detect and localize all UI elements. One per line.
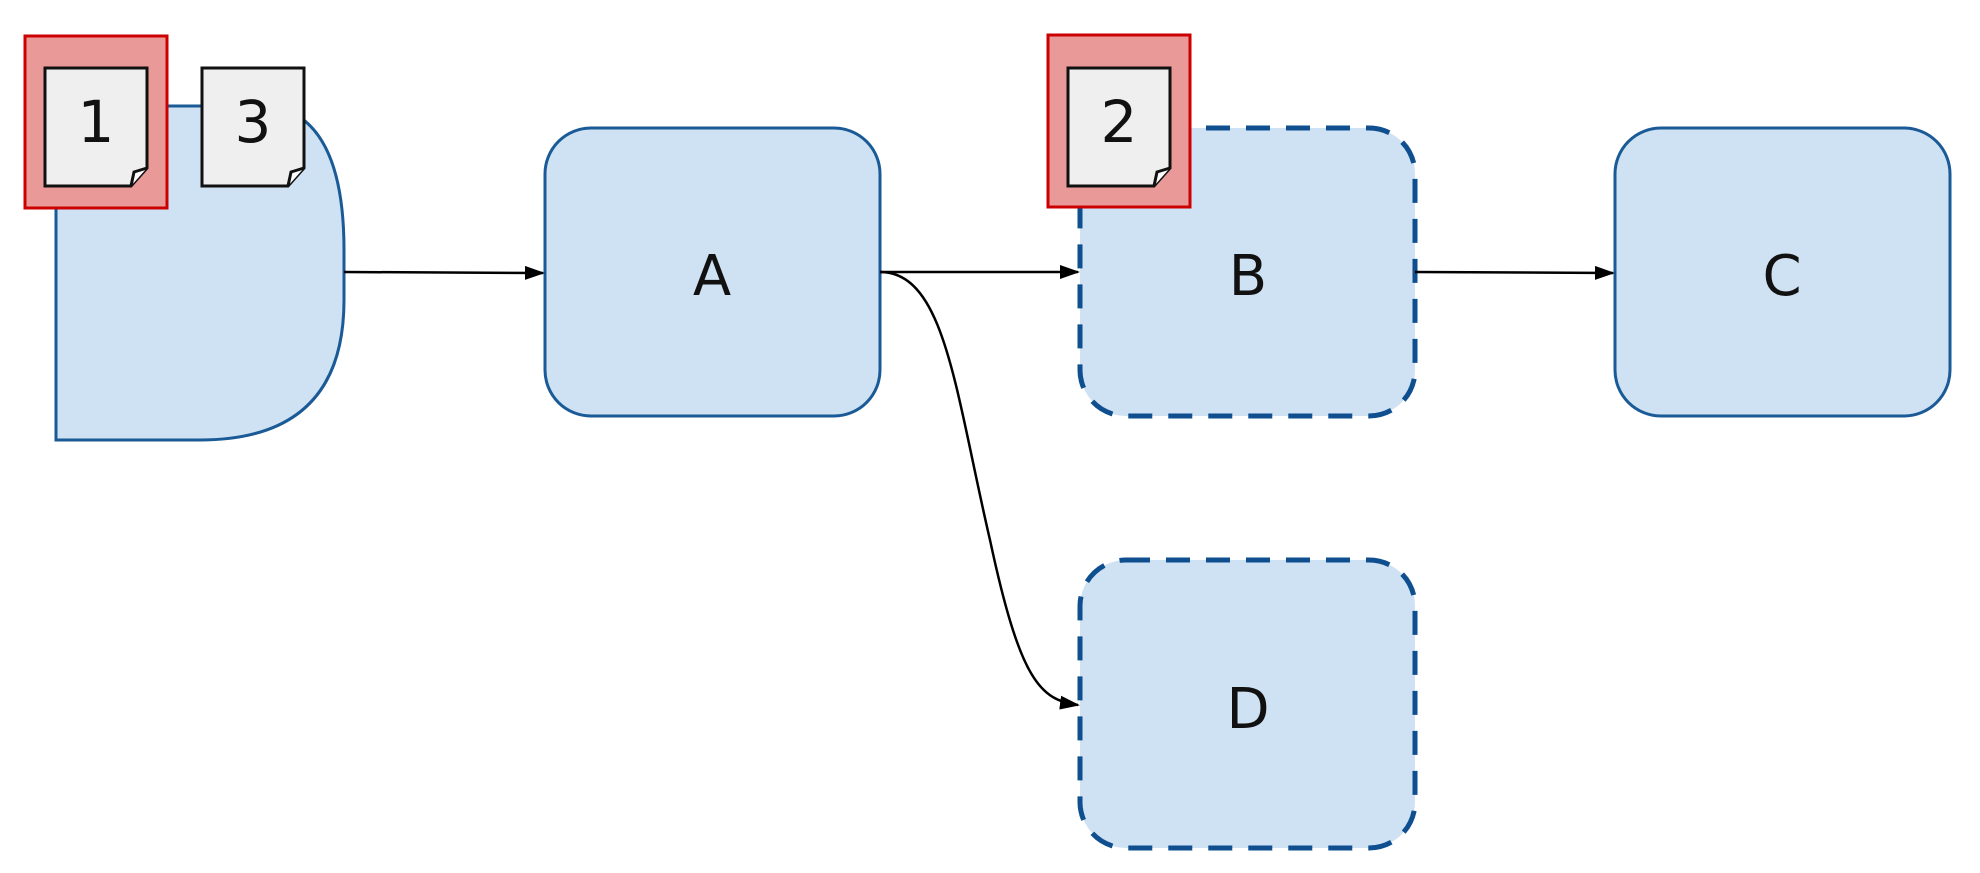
note-2-fold-icon [1152, 166, 1171, 187]
node-a-label: A [693, 244, 731, 309]
node-a[interactable]: A [543, 126, 882, 418]
note-3-label: 3 [235, 88, 272, 156]
note-2[interactable]: 2 [1046, 33, 1192, 209]
note-3-fold-icon [286, 166, 305, 187]
edge-start-to-a [343, 265, 545, 280]
node-c-label: C [1762, 244, 1801, 309]
node-c[interactable]: C [1613, 126, 1952, 418]
note-1[interactable]: 1 [23, 34, 169, 210]
note-1-fold-icon [129, 166, 148, 187]
node-d[interactable]: D [1075, 555, 1420, 853]
edge-a-to-d [879, 270, 1080, 710]
node-d-label: D [1226, 677, 1269, 742]
node-b-label: B [1229, 244, 1267, 309]
note-2-label: 2 [1101, 88, 1138, 156]
note-1-label: 1 [78, 88, 115, 156]
edge-b-to-c [1414, 265, 1615, 280]
note-3[interactable]: 3 [200, 66, 306, 188]
